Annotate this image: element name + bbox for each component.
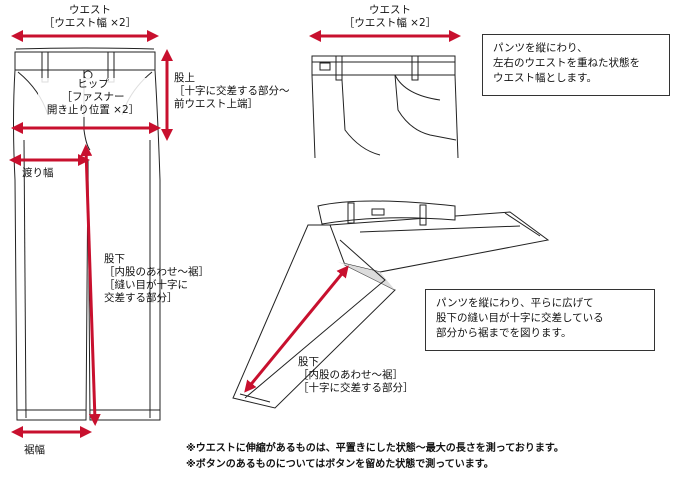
hem-label: 裾幅 (24, 444, 45, 456)
waist-label-right: ウエスト ［ウエスト幅 ×2］ (343, 4, 437, 29)
waist-label-left: ウエスト ［ウエスト幅 ×2］ (43, 4, 137, 29)
waist-info-box: パンツを縦にわり、 左右のウエストを重ねた状態を ウエスト幅とします。 (482, 34, 670, 96)
inseam-arrow-right (244, 265, 349, 393)
rise-label: 股上 ［十字に交差する部分～ 前ウエスト上端］ (174, 72, 290, 110)
waist-closeup-drawing (311, 55, 459, 159)
footnote-buttons: ※ボタンのあるものについてはボタンを留めた状態で測っています。 (186, 459, 494, 470)
footnote-elastic-waist: ※ウエストに伸縮があるものは、平置きにした状態～最大の長さを測っております。 (186, 443, 564, 454)
inseam-label-left: 股下 ［内股のあわせ～裾］ ［縫い目が十字に 交差する部分］ (104, 253, 209, 304)
inseam-arrow-left (80, 144, 101, 426)
inseam-info-box: パンツを縦にわり、平らに広げて 股下の縫い目が十字に交差している 部分から裾まで… (425, 289, 655, 351)
thigh-label: 渡り幅 (22, 167, 54, 179)
hip-label: ヒップ ［ファスナー 開き止り位置 ×2］ (38, 78, 148, 117)
inseam-label-right: 股下 ［内股のあわせ～裾］ ［十字に交差する部分］ (298, 356, 414, 394)
